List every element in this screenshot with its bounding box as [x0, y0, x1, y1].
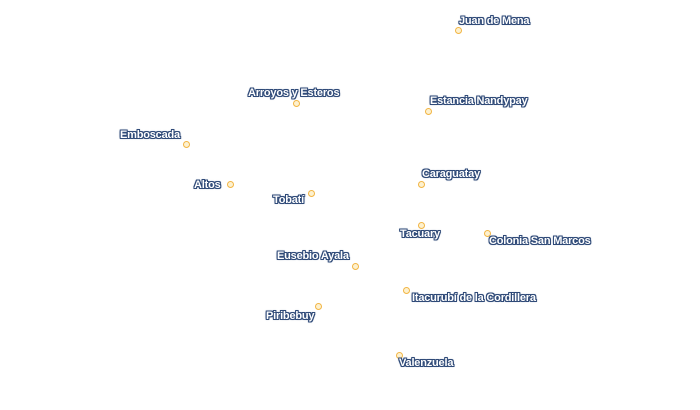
place-label: Juan de Mena [459, 15, 530, 27]
place-marker[interactable] [351, 262, 359, 270]
place-label: Emboscada [120, 129, 180, 141]
place-label: Arroyos y Esteros [248, 87, 340, 99]
place-label: Piribebuy [266, 310, 315, 322]
place-marker[interactable] [292, 99, 300, 107]
place-label: Eusebio Ayala [277, 250, 349, 262]
place-marker[interactable] [417, 221, 425, 229]
place-label: Itacurubí de la Cordillera [412, 292, 536, 304]
place-marker[interactable] [402, 286, 410, 294]
place-marker[interactable] [182, 140, 190, 148]
place-marker[interactable] [483, 229, 491, 237]
place-label: Estancia Nandypay [430, 95, 528, 107]
place-marker[interactable] [417, 180, 425, 188]
place-marker[interactable] [226, 180, 234, 188]
place-marker[interactable] [314, 302, 322, 310]
place-label: Tacuary [400, 228, 440, 240]
place-label: Tobatí [273, 194, 304, 206]
place-marker[interactable] [307, 189, 315, 197]
place-label: Caraguatay [422, 168, 480, 180]
place-marker[interactable] [424, 107, 432, 115]
place-marker[interactable] [395, 351, 403, 359]
place-label: Colonia San Marcos [489, 235, 591, 247]
place-marker[interactable] [454, 26, 462, 34]
place-label: Valenzuela [399, 357, 454, 369]
place-label: Altos [194, 179, 221, 191]
